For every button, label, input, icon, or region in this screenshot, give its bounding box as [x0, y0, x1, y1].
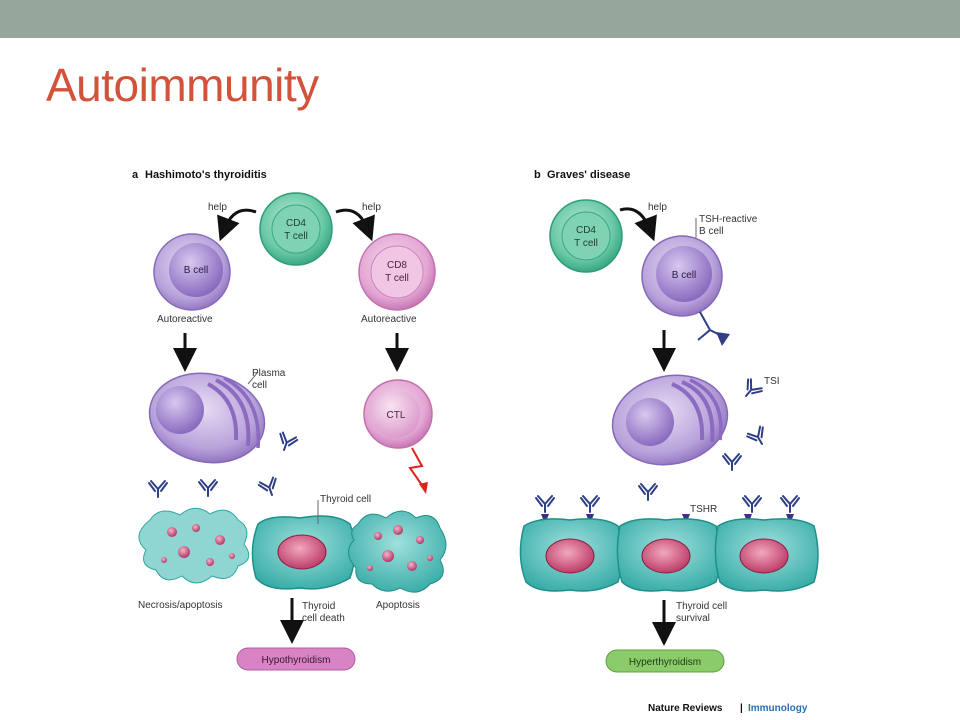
- panel-b-title: Graves' disease: [547, 169, 630, 181]
- apoptotic-cell: [348, 510, 447, 593]
- help-label-right: help: [362, 202, 381, 213]
- help-arrow-b: [619, 207, 657, 242]
- credit-section: Immunology: [748, 703, 808, 714]
- thyroid-cell-b1: [519, 518, 623, 592]
- antibody-icon: [638, 483, 658, 501]
- slide-header-bar: [0, 0, 960, 38]
- plasma-label-1: Plasma: [252, 368, 286, 379]
- antibody-icon: [742, 495, 762, 513]
- svg-text:CD4: CD4: [576, 225, 596, 236]
- credit-journal: Nature Reviews: [648, 703, 723, 714]
- necrosis-label: Necrosis/apoptosis: [138, 600, 222, 611]
- antibody-icon: [780, 495, 800, 513]
- antibody-icon: [198, 479, 218, 497]
- help-arrow-right: [335, 208, 375, 242]
- plasma-label-2: cell: [252, 380, 267, 391]
- svg-text:CD8: CD8: [387, 260, 407, 271]
- svg-text:T cell: T cell: [385, 273, 409, 284]
- antibody-icon: [722, 453, 742, 471]
- svg-text:CD4: CD4: [286, 218, 306, 229]
- panel-a-title: Hashimoto's thyroiditis: [145, 169, 267, 181]
- svg-text:T cell: T cell: [284, 231, 308, 242]
- help-label-left: help: [208, 202, 227, 213]
- cell-death-label-2: cell death: [302, 613, 345, 624]
- panel-a-letter: a: [132, 169, 139, 181]
- antibody-icon: [274, 430, 299, 455]
- survival-label-2: survival: [676, 613, 710, 624]
- ctl-cell: CTL: [363, 379, 433, 449]
- antibody-icon: [535, 495, 555, 513]
- thyroid-cell-b3: [714, 518, 819, 592]
- hyperthyroidism-badge: Hyperthyroidism: [605, 649, 725, 673]
- antibody-icon: [148, 480, 168, 498]
- apoptosis-label: Apoptosis: [376, 600, 420, 611]
- slide-title: Autoimmunity: [46, 59, 319, 111]
- help-label-b: help: [648, 202, 667, 213]
- autoreactive-label-right: Autoreactive: [361, 314, 417, 325]
- tsh-antigen-icon: [716, 332, 730, 346]
- svg-text:B cell: B cell: [184, 265, 208, 276]
- plasma-leader-line: [247, 371, 259, 385]
- b-cell-a: B cell: [153, 233, 231, 311]
- cytotoxic-lightning-icon: [408, 447, 425, 489]
- plasma-cell-b: [611, 374, 729, 466]
- svg-text:Hyperthyroidism: Hyperthyroidism: [629, 657, 701, 668]
- thyroid-cell-label: Thyroid cell: [320, 494, 371, 505]
- help-arrow-left: [217, 208, 257, 242]
- credit-separator: |: [740, 703, 743, 714]
- cd8-t-cell: CD8 T cell: [358, 233, 436, 311]
- tsh-reactive-label-1: TSH-reactive: [699, 214, 758, 225]
- panel-b-letter: b: [534, 169, 541, 181]
- cell-death-label-1: Thyroid: [302, 601, 335, 612]
- svg-text:T cell: T cell: [574, 238, 598, 249]
- antibody-icon: [257, 475, 282, 500]
- antibody-icon: [745, 424, 771, 450]
- survival-label-1: Thyroid cell: [676, 601, 727, 612]
- antibody-icon: [580, 495, 600, 513]
- cd4-t-cell-b: CD4 T cell: [549, 199, 623, 273]
- b-cell-b: B cell: [641, 235, 723, 317]
- thyroid-cell-b2: [616, 518, 721, 592]
- tsi-antibody-icon: [738, 376, 765, 403]
- autoreactive-label-left: Autoreactive: [157, 314, 213, 325]
- thyroid-cell-a: [251, 515, 356, 590]
- cd4-t-cell-a: CD4 T cell: [259, 192, 333, 266]
- tsh-reactive-label-2: B cell: [699, 226, 723, 237]
- tsi-label: TSI: [764, 376, 780, 387]
- plasma-cell: [148, 372, 266, 464]
- svg-text:Hypothyroidism: Hypothyroidism: [262, 655, 331, 666]
- svg-text:CTL: CTL: [387, 410, 406, 421]
- necrotic-cell: [138, 507, 250, 584]
- tshr-label: TSHR: [690, 504, 717, 515]
- hypothyroidism-badge: Hypothyroidism: [236, 647, 356, 671]
- svg-text:B cell: B cell: [672, 270, 696, 281]
